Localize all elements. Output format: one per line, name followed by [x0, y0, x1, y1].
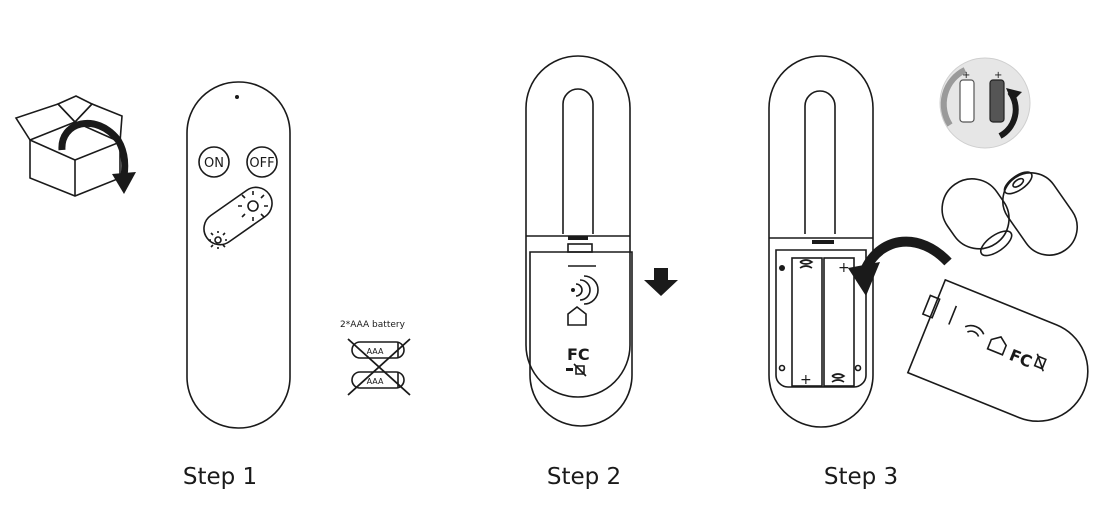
fcc-mark-cover-icon: FC	[1007, 345, 1035, 371]
off-button: OFF	[246, 146, 278, 178]
battery-cover-sliding: FC	[529, 243, 633, 427]
brightness-up-icon	[238, 191, 268, 221]
weee-cover-icon	[1033, 353, 1047, 372]
remote-control: ON OFF	[186, 81, 291, 429]
remote-open-compartment: + +	[768, 55, 874, 428]
svg-text:+: +	[994, 70, 1002, 81]
battery-caption: 2*AAA battery	[340, 320, 406, 330]
battery-polarity-inset: + +	[939, 57, 1031, 149]
insert-arrow-icon	[848, 236, 952, 296]
spring-icon	[799, 259, 814, 269]
house-icon	[567, 305, 587, 326]
on-button-label: ON	[204, 156, 224, 171]
svg-text:+: +	[800, 372, 812, 388]
aaa-batteries-loose	[941, 171, 1078, 257]
wireless-signal-icon-cover	[964, 324, 985, 337]
off-button-label: OFF	[249, 156, 274, 171]
aaa-label-top: AAA	[367, 347, 384, 356]
brightness-rocker	[203, 186, 273, 249]
slide-down-arrow-icon	[644, 268, 678, 296]
on-button: ON	[198, 146, 230, 178]
step-3-label: Step 3	[823, 464, 899, 490]
battery-not-included-note: 2*AAA battery AAA AAA	[340, 320, 411, 396]
aaa-battery-bottom: AAA	[351, 371, 405, 389]
svg-text:+: +	[838, 260, 850, 276]
remote-back-view	[525, 55, 631, 398]
wireless-signal-icon	[571, 275, 599, 305]
step-1-label: Step 1	[182, 464, 258, 490]
aaa-label-bottom: AAA	[367, 377, 384, 386]
svg-text:+: +	[962, 70, 970, 81]
open-box-icon	[14, 95, 136, 197]
step-2-label: Step 2	[546, 464, 622, 490]
house-icon-cover	[986, 336, 1008, 356]
fcc-mark-icon: FC	[567, 345, 590, 364]
brightness-down-icon	[209, 231, 227, 249]
battery-cover-removed: FC	[906, 278, 1089, 423]
weee-icon	[573, 363, 587, 377]
